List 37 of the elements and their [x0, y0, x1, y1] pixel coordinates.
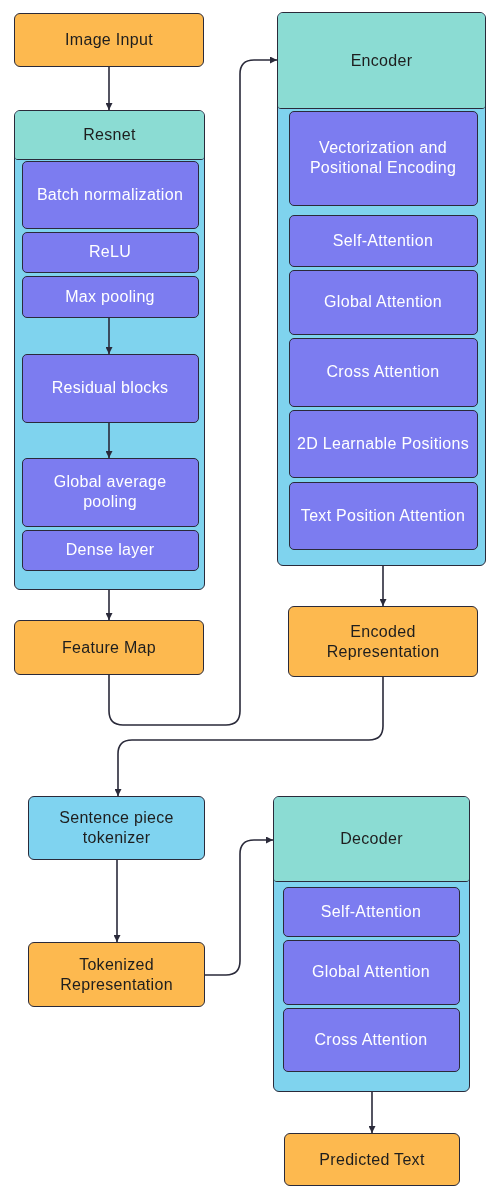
arrow	[105, 589, 113, 621]
layer-box: Dense layer	[21, 529, 199, 571]
arrow	[105, 317, 113, 355]
io-box: Feature Map	[14, 620, 204, 675]
arrow	[105, 66, 113, 111]
arrow	[114, 676, 384, 797]
layer-box: ReLU	[21, 231, 199, 273]
layer-box: 2D Learnable Positions	[288, 409, 478, 478]
arrow	[108, 56, 278, 726]
arrow	[105, 422, 113, 459]
io-box: Predicted Text	[284, 1133, 460, 1186]
layer-box: Self-Attention	[288, 214, 478, 267]
layer-box: Residual blocks	[21, 353, 199, 423]
arrow	[368, 1091, 376, 1134]
layer-box: Global Attention	[288, 269, 478, 335]
arrow	[379, 565, 387, 607]
panel-header: Encoder	[278, 13, 485, 109]
arrow	[113, 859, 121, 943]
layer-box: Max pooling	[21, 275, 199, 318]
layer-box: Batch normalization	[21, 160, 199, 229]
layer-box: Global average pooling	[21, 457, 199, 527]
panel-header: Decoder	[274, 797, 469, 882]
io-box: Image Input	[14, 13, 204, 67]
panel-header: Resnet	[15, 111, 204, 160]
layer-box: Global Attention	[282, 939, 460, 1005]
layer-box: Self-Attention	[282, 886, 460, 937]
module-panel	[277, 12, 486, 566]
io-box: Encoded Representation	[288, 606, 478, 677]
layer-box: Cross Attention	[288, 337, 478, 407]
process-box: Sentence piece tokenizer	[28, 796, 205, 860]
module-panel	[14, 110, 205, 590]
io-box: Tokenized Representation	[28, 942, 205, 1007]
arrow	[204, 836, 274, 976]
layer-box: Vectorization and Positional Encoding	[288, 110, 478, 206]
layer-box: Text Position Attention	[288, 481, 478, 550]
module-panel	[273, 796, 470, 1092]
layer-box: Cross Attention	[282, 1007, 460, 1072]
